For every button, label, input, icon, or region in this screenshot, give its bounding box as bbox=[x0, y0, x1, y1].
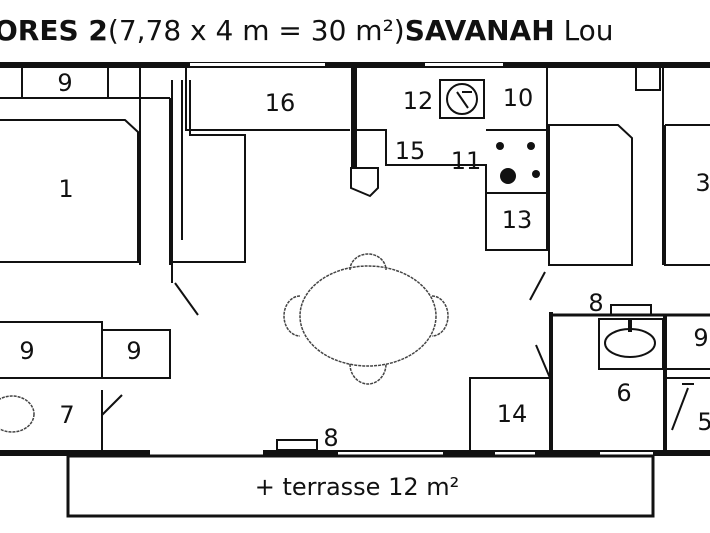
shower-icon bbox=[0, 395, 35, 433]
label-sink: 13 bbox=[502, 206, 533, 234]
hob-icon bbox=[496, 142, 540, 184]
label-bed-1: 1 bbox=[58, 175, 73, 203]
label-bed-3: 3 bbox=[695, 169, 710, 197]
label-16: 16 bbox=[265, 89, 296, 117]
label-heater: 8 bbox=[588, 289, 603, 317]
washbasin-icon bbox=[604, 328, 656, 358]
label-hob: 11 bbox=[451, 147, 482, 175]
oven-icon bbox=[439, 79, 485, 119]
radiator-icon bbox=[610, 304, 652, 316]
room-labels: 9 16 12 10 1 15 11 13 3 9 9 7 14 8 8 6 9… bbox=[19, 69, 710, 501]
walls bbox=[0, 62, 710, 456]
furniture bbox=[0, 68, 710, 518]
label-storage-14: 14 bbox=[497, 400, 528, 428]
label-shower: 7 bbox=[59, 401, 74, 429]
label-15: 15 bbox=[395, 137, 426, 165]
terrace-label: + terrasse 12 m² bbox=[255, 473, 460, 501]
label-fridge: 10 bbox=[503, 84, 534, 112]
label-washbasin: 6 bbox=[616, 379, 631, 407]
label-heater: 8 bbox=[323, 424, 338, 452]
label-storage: 9 bbox=[57, 69, 72, 97]
label-oven: 12 bbox=[403, 87, 434, 115]
terrace-outline bbox=[66, 454, 655, 518]
label-storage: 9 bbox=[126, 337, 141, 365]
label-wc: 5 bbox=[697, 408, 710, 436]
label-storage: 9 bbox=[693, 324, 708, 352]
label-storage: 9 bbox=[19, 337, 34, 365]
dining-table bbox=[283, 253, 449, 385]
title-trailing: Lou bbox=[563, 14, 614, 47]
radiator-icon bbox=[276, 439, 318, 451]
model-name: ORES 2 bbox=[0, 14, 108, 47]
plan-title: ORES 2(7,78 x 4 m = 30 m²)SAVANAH Lou bbox=[0, 14, 614, 47]
dimensions: (7,78 x 4 m = 30 m²) bbox=[107, 14, 405, 47]
model-series: SAVANAH bbox=[404, 14, 555, 47]
